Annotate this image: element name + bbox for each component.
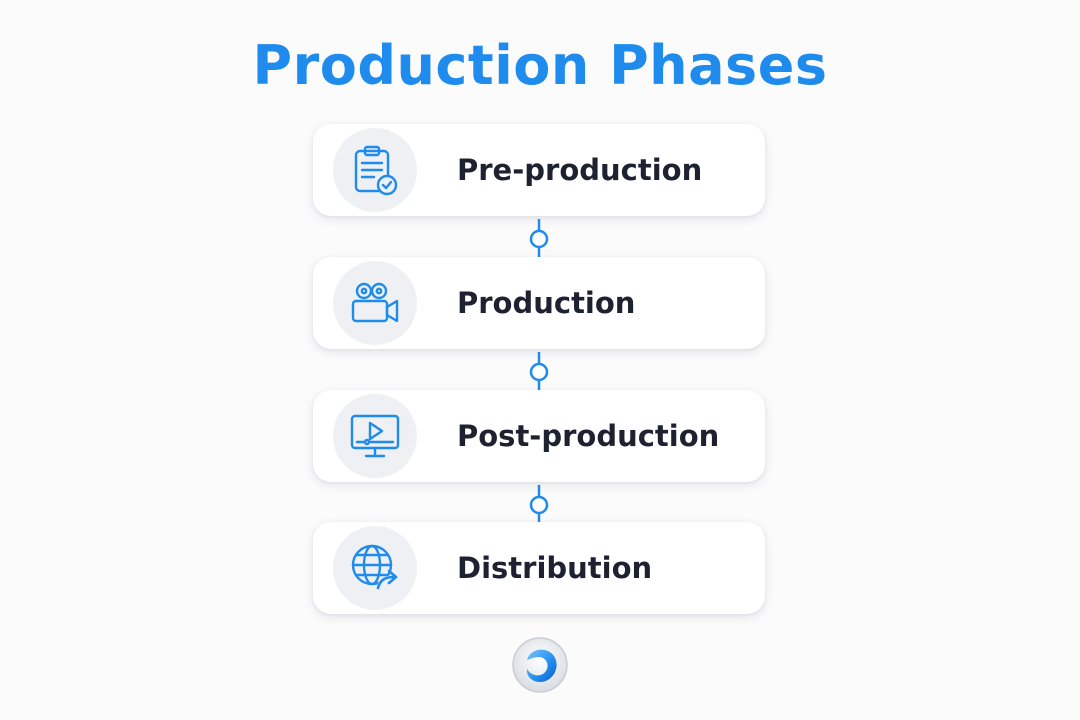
- phase-card-post-production: Post-production: [313, 390, 765, 482]
- globe-share-icon: [351, 544, 398, 590]
- icon-badge: [333, 394, 417, 478]
- phase-label: Pre-production: [457, 153, 703, 187]
- icon-badge: [333, 128, 417, 212]
- phase-card-pre-production: Pre-production: [313, 124, 765, 216]
- icon-badge: [333, 261, 417, 345]
- page-title: Production Phases: [252, 34, 828, 97]
- movie-camera-icon: [351, 282, 399, 323]
- phase-label: Distribution: [457, 551, 653, 585]
- phase-label: Post-production: [457, 419, 720, 453]
- logo-icon: [512, 637, 568, 693]
- monitor-play-icon: [350, 414, 400, 458]
- phase-card-production: Production: [313, 257, 765, 349]
- connector: [529, 352, 549, 392]
- connector: [529, 219, 549, 259]
- phase-card-distribution: Distribution: [313, 522, 765, 614]
- icon-badge: [333, 526, 417, 610]
- phase-label: Production: [457, 286, 636, 320]
- connector: [529, 485, 549, 525]
- clipboard-check-icon: [354, 145, 398, 196]
